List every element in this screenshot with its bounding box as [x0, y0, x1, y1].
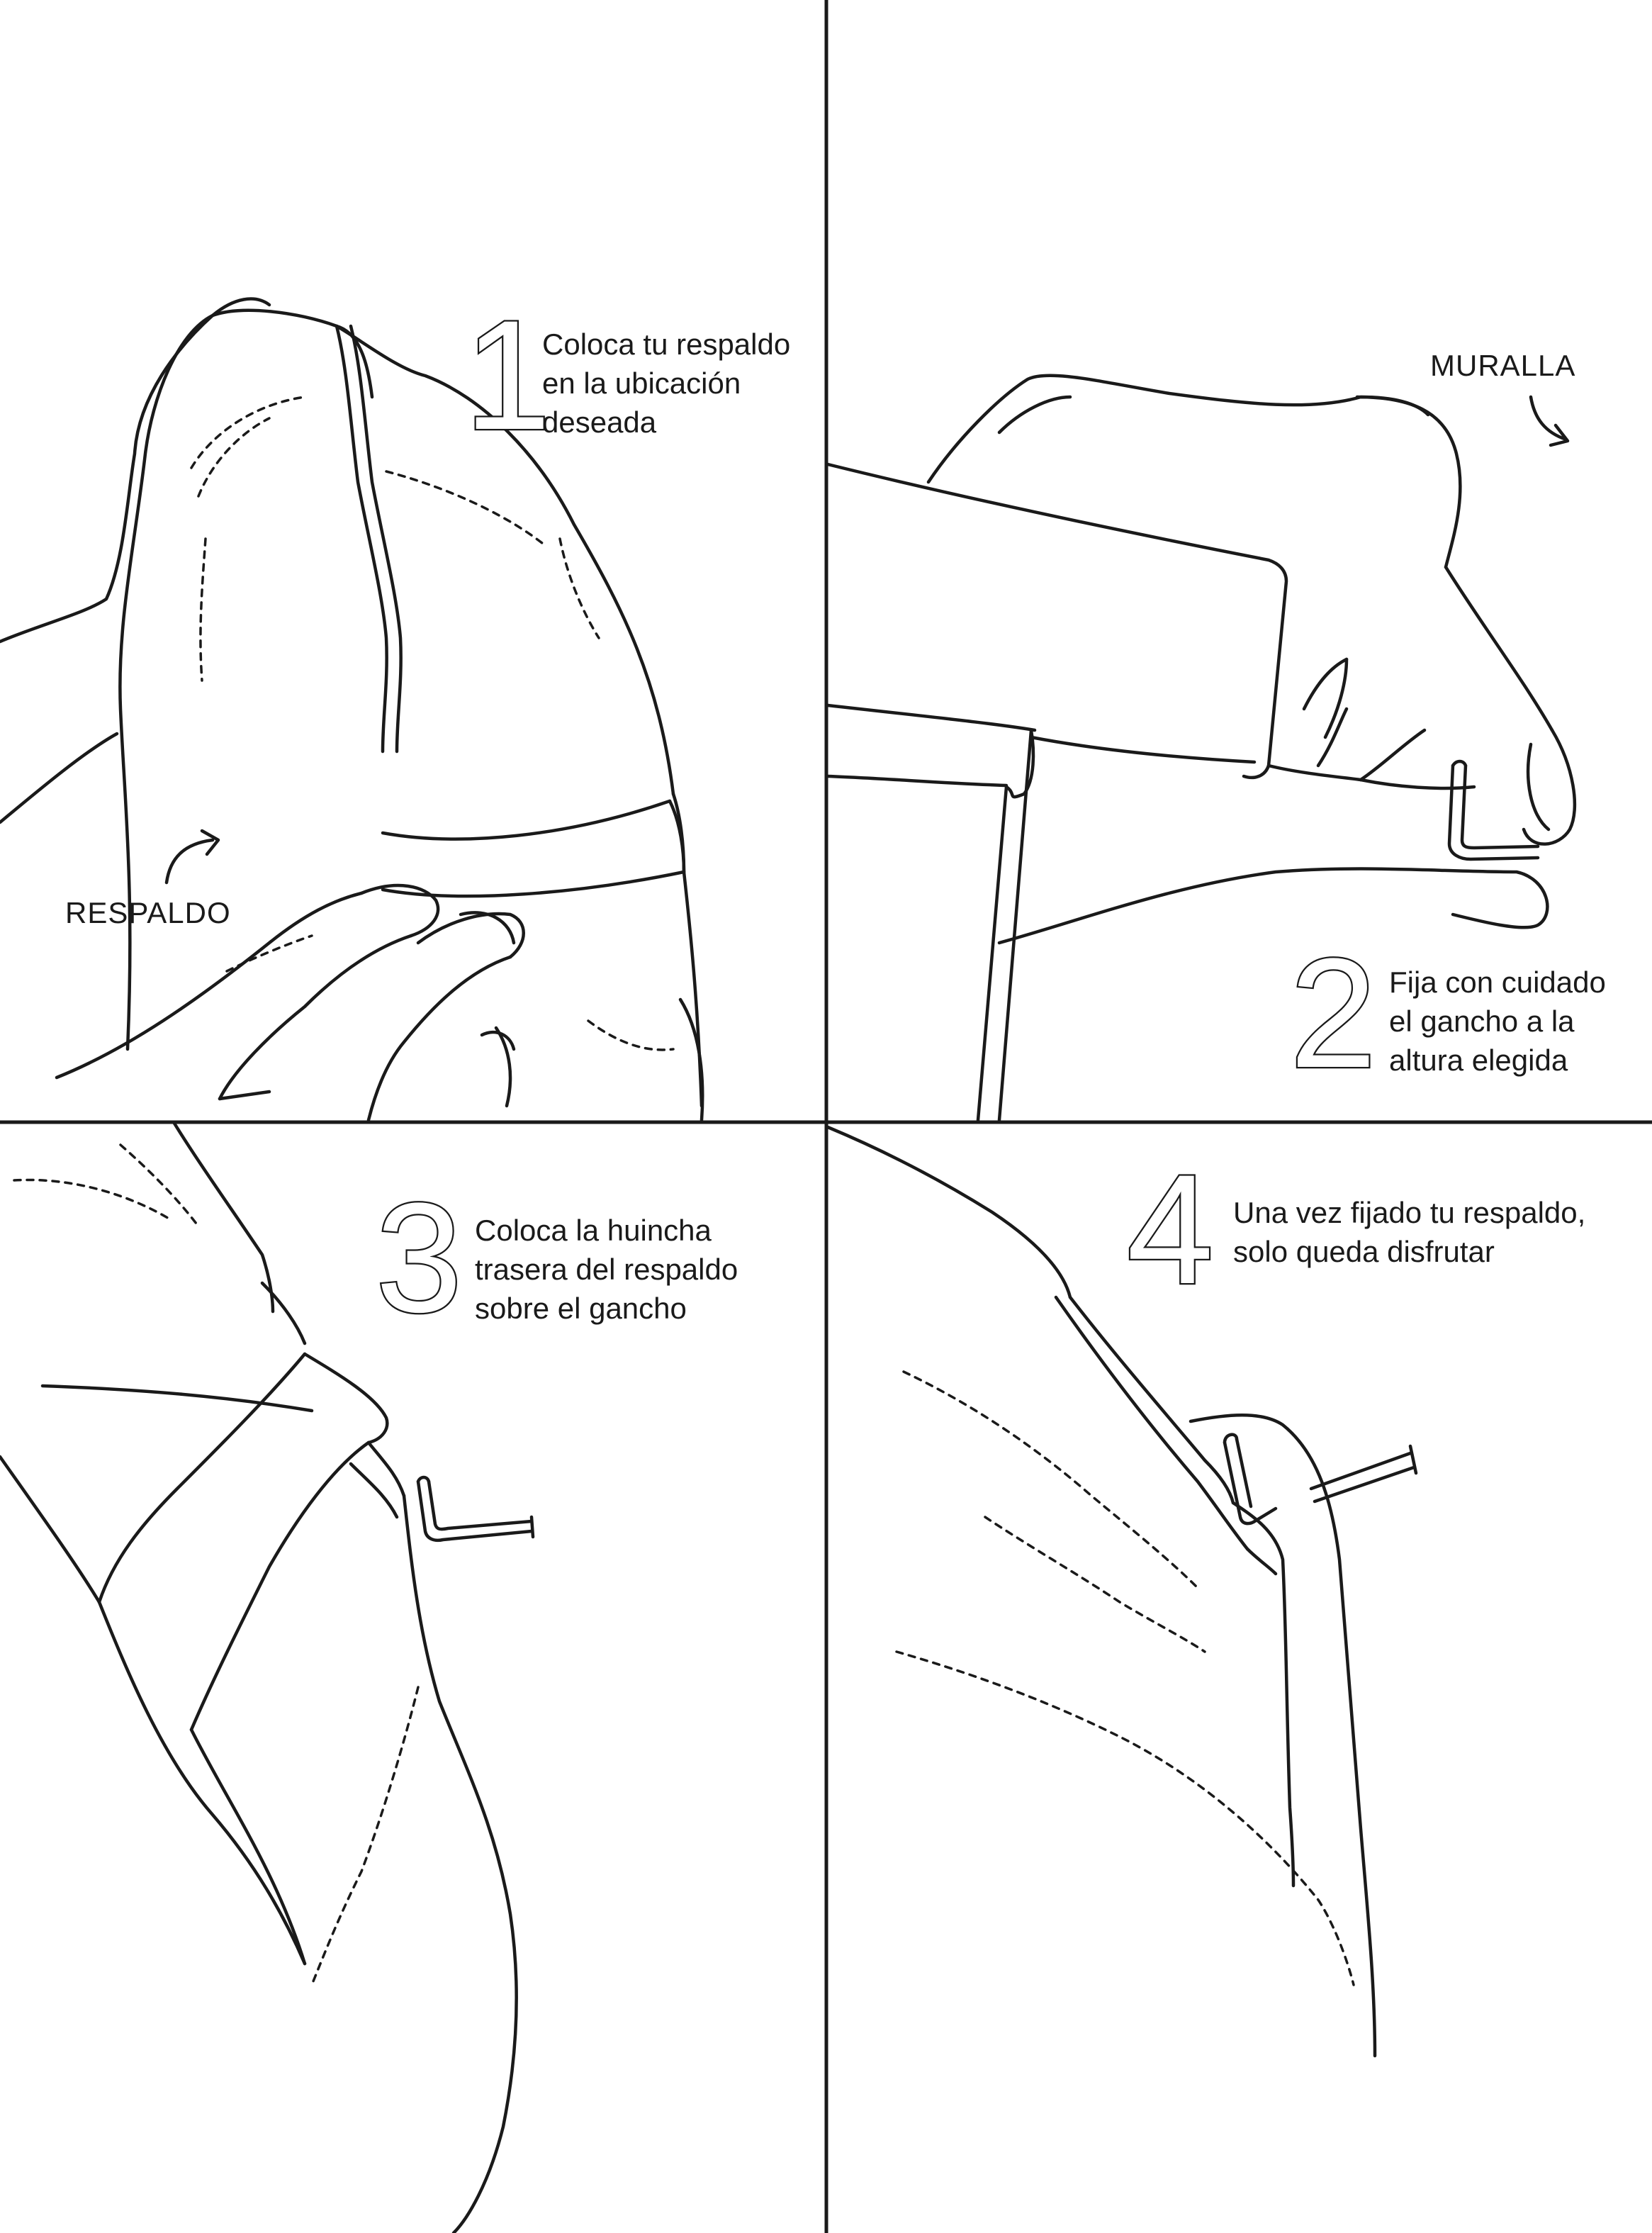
panel-4-illustration: [826, 1125, 1418, 2058]
panel-3-step-number: 3: [376, 1170, 462, 1345]
panel-3-text-line-3: sobre el gancho: [475, 1292, 687, 1325]
panel-4: 4 Una vez fijado tu respaldo, solo queda…: [826, 1125, 1585, 2058]
panel-3-illustration: [0, 1120, 535, 2233]
panel-1-text-line-3: deseada: [542, 405, 657, 439]
panel-3-text-line-2: trasera del respaldo: [475, 1253, 738, 1286]
panel-1: 1 Coloca tu respaldo en la ubicación des…: [0, 286, 790, 1122]
panel-2-step-number: 2: [1290, 926, 1376, 1100]
panel-1-step-number: 1: [464, 288, 551, 462]
panel-2-illustration: [826, 374, 1577, 1122]
panel-4-text-line-2: solo queda disfrutar: [1233, 1235, 1495, 1268]
panel-3: 3 Coloca la huincha trasera del respaldo…: [0, 1120, 738, 2233]
panel-2: 2 Fija con cuidado el gancho a la altura…: [826, 349, 1606, 1122]
panel-2-text-line-2: el gancho a la: [1389, 1004, 1575, 1038]
panel-4-text-line-1: Una vez fijado tu respaldo,: [1233, 1196, 1585, 1229]
panel-1-text-line-2: en la ubicación: [542, 366, 741, 400]
panel-1-text-line-1: Coloca tu respaldo: [542, 328, 790, 361]
panel-1-illustration: [0, 297, 704, 1122]
panel-3-text-line-1: Coloca la huincha: [475, 1214, 712, 1247]
respaldo-label: RESPALDO: [65, 896, 231, 929]
muralla-label: MURALLA: [1430, 349, 1575, 382]
panel-2-text-line-3: altura elegida: [1389, 1043, 1568, 1077]
panel-2-text-line-1: Fija con cuidado: [1389, 966, 1606, 999]
panel-4-step-number: 4: [1127, 1142, 1213, 1316]
